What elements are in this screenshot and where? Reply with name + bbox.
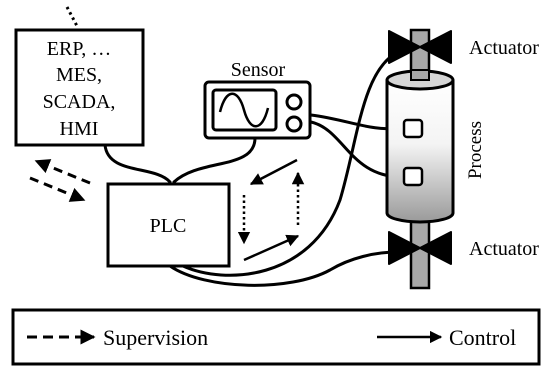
cable-sensor-plc [172,136,257,184]
plc-field-arrows [237,158,305,262]
process-vessel: Process [385,28,486,290]
process-port-upper [402,118,424,139]
legend-control-label: Control [449,325,516,350]
control-arrow-to-plc [249,158,298,186]
plc-box: PLC [106,182,231,268]
systems-line-2: MES, [56,64,102,86]
sensor-knob-top [285,93,303,111]
sensor-device: Sensor [203,59,312,140]
enterprise-systems-box: ERP, … MES, SCADA, HMI [14,28,145,147]
systems-line-3: SCADA, [43,91,116,113]
valve-icon-bottom [388,231,452,265]
connection-cables [103,50,406,287]
actuator-top: Actuator [388,30,539,64]
sine-wave-icon [218,92,270,128]
actuator-bottom: Actuator [388,231,539,265]
actuator-top-label: Actuator [469,37,539,59]
cable-plc-actuator-top [181,50,400,277]
external-link-dots [65,6,79,27]
sensor-knob-bottom [285,115,303,133]
supervision-arrows-erp-plc [29,159,91,202]
actuator-bottom-label: Actuator [469,238,539,260]
legend-supervision-label: Supervision [103,325,208,350]
legend-box [11,308,541,366]
systems-line-4: HMI [60,118,99,140]
control-arrow-from-plc [243,234,300,262]
process-port-lower [402,166,424,187]
systems-line-1: ERP, … [47,38,111,60]
plc-label: PLC [150,215,187,237]
sensor-label: Sensor [231,59,286,81]
legend: Supervision Control [11,308,541,366]
process-label: Process [465,121,486,179]
valve-icon-top [388,30,452,64]
cable-erp-plc [103,143,172,184]
cable-plc-actuator-bottom [168,250,400,287]
